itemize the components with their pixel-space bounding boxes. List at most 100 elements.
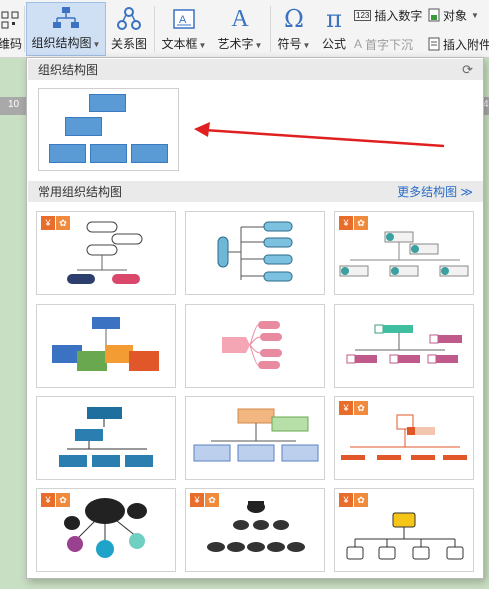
ruler-mark: 4 <box>483 99 489 110</box>
premium-badge: ¥✿ <box>41 493 70 507</box>
org-chart-dropdown-panel: 组织结构图 ⟳ 常用组织结构图 更多结构图 ≫ ¥✿ <box>26 57 484 579</box>
insert-attachment-button[interactable]: 插入附件 <box>428 34 489 54</box>
textbox-button[interactable]: A 文本框▼ <box>158 2 210 56</box>
more-charts-link[interactable]: 更多结构图 ≫ <box>397 185 473 199</box>
template-card[interactable]: ¥✿ <box>185 488 325 572</box>
number-icon: 123 <box>354 9 372 21</box>
pi-icon: π <box>326 5 342 33</box>
relation-chart-label: 关系图 <box>110 37 147 51</box>
template-thumbnail <box>207 501 305 552</box>
org-box <box>49 144 86 163</box>
wordart-icon: A <box>231 6 249 32</box>
template-card[interactable]: ¥✿ <box>334 488 474 572</box>
template-thumbnail <box>59 407 153 467</box>
chevron-down-icon[interactable]: ▼ <box>198 41 207 50</box>
relation-chart-button[interactable]: 关系图 <box>108 2 150 56</box>
separator <box>24 6 25 52</box>
section-title: 常用组织结构图 <box>38 185 123 199</box>
flame-icon: ✿ <box>354 493 368 507</box>
wordart-label: 艺术字 <box>217 37 254 51</box>
formula-button[interactable]: π 公式 <box>318 2 350 56</box>
chevron-down-icon[interactable]: ▼ <box>302 41 311 50</box>
basic-org-chart-preview[interactable] <box>38 88 179 171</box>
insert-attachment-label: 插入附件 <box>443 37 489 52</box>
org-chart-icon <box>53 7 79 28</box>
template-thumbnail <box>52 317 159 371</box>
template-card[interactable]: ¥✿ <box>36 211 176 295</box>
svg-text:A: A <box>179 14 187 26</box>
premium-badge: ¥✿ <box>190 493 219 507</box>
relation-chart-icon <box>117 7 141 30</box>
yen-icon: ¥ <box>41 493 55 507</box>
template-card[interactable]: ¥✿ <box>334 211 474 295</box>
symbol-button[interactable]: Ω 符号▼ <box>274 2 314 56</box>
flame-icon: ✿ <box>205 493 219 507</box>
template-thumbnail <box>67 221 143 284</box>
template-thumbnail <box>346 512 464 560</box>
template-thumbnail <box>339 231 469 277</box>
org-chart-button[interactable]: 组织结构图▼ <box>26 2 106 56</box>
attachment-icon <box>428 37 440 51</box>
template-card[interactable] <box>185 396 325 480</box>
omega-icon: Ω <box>284 5 304 33</box>
yen-icon: ¥ <box>190 493 204 507</box>
premium-badge: ¥✿ <box>41 216 70 230</box>
separator <box>154 6 155 52</box>
template-thumbnail <box>222 321 282 369</box>
ruler-mark: 10 <box>8 99 20 110</box>
annotation-arrow <box>194 122 445 148</box>
textbox-label: 文本框 <box>161 37 198 51</box>
template-card[interactable]: ¥✿ <box>334 396 474 480</box>
object-button[interactable]: 对象 ▼ <box>428 5 479 25</box>
formula-label: 公式 <box>321 37 346 51</box>
section-header-org-chart: 组织结构图 ⟳ <box>28 59 483 80</box>
chevron-down-icon[interactable]: ▼ <box>254 41 263 50</box>
yen-icon: ¥ <box>41 216 55 230</box>
template-card[interactable] <box>185 211 325 295</box>
ribbon-toolbar: 维码 组织结构图▼ 关系图 A 文本框▼ <box>0 0 489 58</box>
separator <box>270 6 271 52</box>
qr-code-label: 维码 <box>0 37 23 51</box>
insert-number-label: 插入数字 <box>374 8 423 23</box>
template-thumbnail <box>341 414 467 460</box>
yen-icon: ¥ <box>339 493 353 507</box>
template-card[interactable] <box>36 304 176 388</box>
org-box <box>89 94 126 112</box>
flame-icon: ✿ <box>56 493 70 507</box>
org-box <box>131 144 168 163</box>
wordart-button[interactable]: A 艺术字▼ <box>214 2 266 56</box>
org-chart-label: 组织结构图 <box>31 36 92 50</box>
insert-number-button[interactable]: 123 插入数字 <box>354 5 422 25</box>
chevron-down-icon[interactable]: ▼ <box>471 10 479 20</box>
textbox-icon: A <box>173 9 195 29</box>
yen-icon: ¥ <box>339 216 353 230</box>
drop-cap-button[interactable]: A 首字下沉 <box>354 34 413 54</box>
flame-icon: ✿ <box>56 216 70 230</box>
template-thumbnail <box>64 498 147 558</box>
premium-badge: ¥✿ <box>339 401 368 415</box>
template-card[interactable]: ¥✿ <box>36 488 176 572</box>
org-box <box>65 117 102 136</box>
drop-cap-icon: A <box>354 37 363 51</box>
template-thumbnail <box>217 221 293 282</box>
object-label: 对象 <box>443 8 468 23</box>
flame-icon: ✿ <box>354 216 368 230</box>
template-card[interactable] <box>334 304 474 388</box>
section-header-common: 常用组织结构图 更多结构图 ≫ <box>28 181 483 202</box>
template-thumbnail <box>193 408 319 462</box>
qr-code-icon <box>1 11 19 29</box>
template-thumbnail <box>346 324 462 364</box>
object-icon <box>428 8 440 22</box>
section-title: 组织结构图 <box>38 63 99 77</box>
template-card[interactable] <box>36 396 176 480</box>
premium-badge: ¥✿ <box>339 493 368 507</box>
flame-icon: ✿ <box>354 401 368 415</box>
premium-badge: ¥✿ <box>339 216 368 230</box>
qr-code-button[interactable]: 维码 <box>0 2 22 56</box>
yen-icon: ¥ <box>339 401 353 415</box>
template-card[interactable] <box>185 304 325 388</box>
chevron-down-icon[interactable]: ▼ <box>92 40 101 49</box>
refresh-icon[interactable]: ⟳ <box>462 61 473 77</box>
symbol-label: 符号 <box>277 37 302 51</box>
org-box <box>90 144 127 163</box>
